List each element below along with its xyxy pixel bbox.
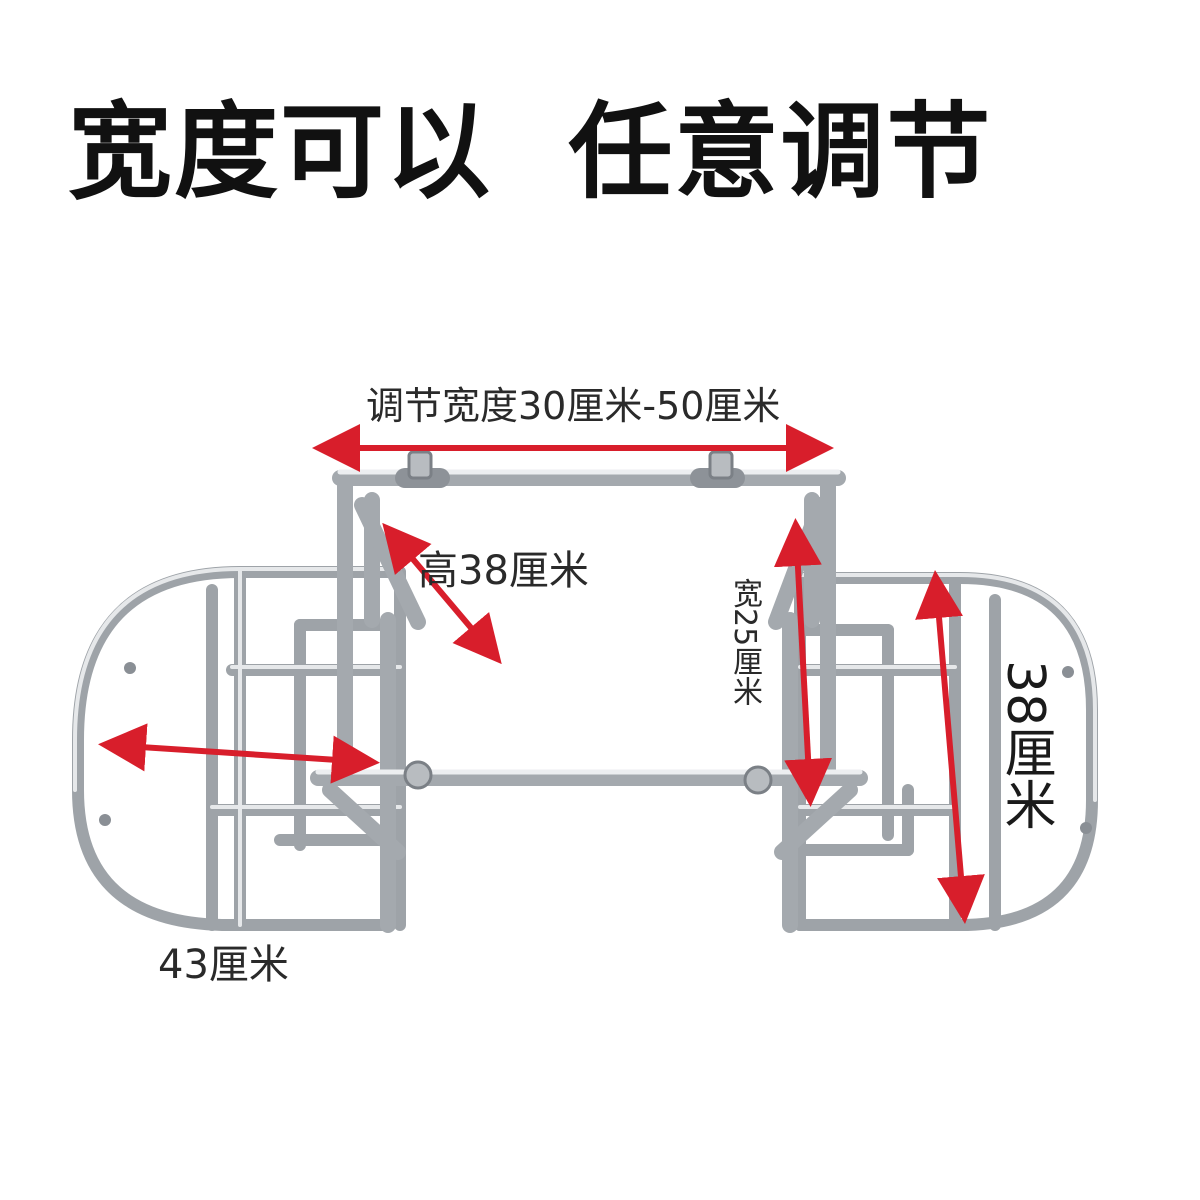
right-length-arrow (915, 570, 985, 924)
left-length-label: 43厘米 (158, 942, 289, 988)
side-width-arrow (773, 518, 833, 807)
side-width-label: 宽25厘米 (727, 578, 762, 707)
width-range-label: 调节宽度30厘米-50厘米 (366, 384, 781, 428)
height-label: 高38厘米 (418, 548, 589, 594)
height-arrow (382, 522, 502, 665)
right-length-label: 38厘米 (995, 660, 1055, 831)
dimension-arrows (98, 424, 985, 924)
headline: 宽度可以 任意调节 (68, 91, 993, 213)
left-length-arrow (98, 723, 380, 784)
